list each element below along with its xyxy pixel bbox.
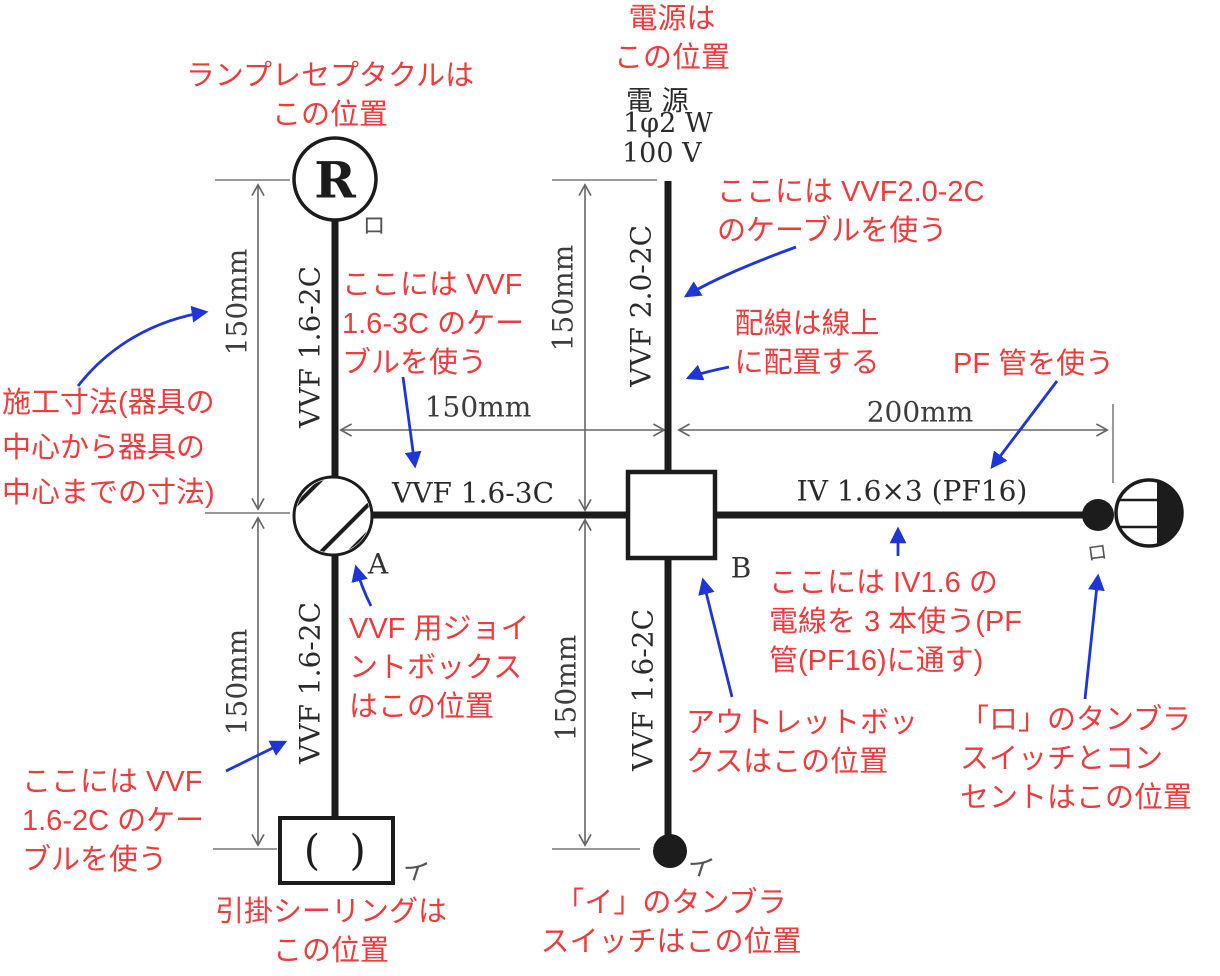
dim-horizontal-right: 200mm	[866, 395, 974, 429]
note-use-vvf20: ここには VVF2.0-2C のケーブルを使う	[717, 176, 985, 247]
note-use-iv16: ここには IV1.6 の 電線を 3 本使う(PF 管(PF16)に通す)	[769, 567, 1022, 677]
tag-lamp-ro: ロ	[362, 213, 386, 239]
note-switch-i: 「イ」のタンブラ スイッチはこの位置	[540, 887, 802, 958]
power-voltage-label: 100 V	[622, 138, 702, 169]
dim-left-upper: 150mm	[220, 248, 254, 356]
cable-label-horizontal-right: IV 1.6×3 (PF16)	[796, 474, 1028, 508]
note-joint-box: VVF 用ジョイ ントボックス はこの位置	[349, 613, 530, 723]
note-dimension-definition: 施工寸法(器具の 中心から器具の 中心までの寸法)	[2, 387, 215, 509]
note-outlet-box: アウトレットボッ クスはこの位置	[686, 707, 919, 778]
switch-ro-symbol	[1082, 499, 1114, 531]
tag-outlet-b: B	[730, 551, 752, 585]
note-use-pf-pipe: PF 管を使う	[953, 348, 1115, 380]
note-use-vvf162: ここには VVF 1.6-2C のケー ブルを使う	[22, 766, 205, 876]
dim-center-lower: 150mm	[549, 634, 583, 742]
cable-label-left-lower: VVF 1.6-2C	[293, 602, 327, 764]
cable-label-left-upper: VVF 1.6-2C	[293, 266, 327, 428]
cable-label-horizontal-left: VVF 1.6-3C	[392, 476, 554, 510]
dimension-lines	[258, 186, 1106, 844]
tag-switch-ro: ロ	[1085, 539, 1109, 566]
extension-ticks	[205, 179, 1114, 850]
cable-label-center-lower: VVF 1.6-2C	[626, 609, 660, 771]
cable-label-center-upper: VVF 2.0-2C	[624, 225, 658, 387]
note-switch-ro: 「ロ」のタンブラ スイッチとコン セントはこの位置	[960, 704, 1193, 814]
ceiling-rose-symbol	[278, 816, 395, 885]
annotation-arrows	[76, 245, 1105, 773]
power-system-label: 1φ2 W	[623, 108, 713, 139]
tag-joint-a: A	[367, 547, 389, 581]
ceiling-rose-glyph: ( )	[303, 825, 374, 875]
note-ceiling-rose: 引掛シーリングは この位置	[214, 896, 447, 967]
note-use-vvf163: ここには VVF 1.6-3C のケー ブルを使う	[342, 269, 525, 379]
outlet-box-symbol	[625, 469, 718, 561]
joint-box-symbol	[292, 475, 374, 557]
switch-i-symbol	[653, 834, 687, 868]
cable-runs	[331, 181, 1084, 835]
dim-left-lower: 150mm	[220, 628, 254, 736]
note-wiring-on-line: 配線は線上 に配置する	[734, 308, 880, 379]
dim-center-upper: 150mm	[546, 244, 580, 352]
dim-horizontal-left: 150mm	[424, 390, 532, 424]
note-power-source: 電源は この位置	[613, 3, 730, 74]
power-source-label: 電 源	[626, 86, 689, 117]
note-lamp-receptacle: ランプレセプタクルは この位置	[185, 60, 475, 131]
lamp-receptacle-symbol	[292, 136, 378, 222]
lamp-receptacle-letter: R	[314, 150, 356, 210]
receptacle-outlet-symbol	[1114, 478, 1184, 548]
